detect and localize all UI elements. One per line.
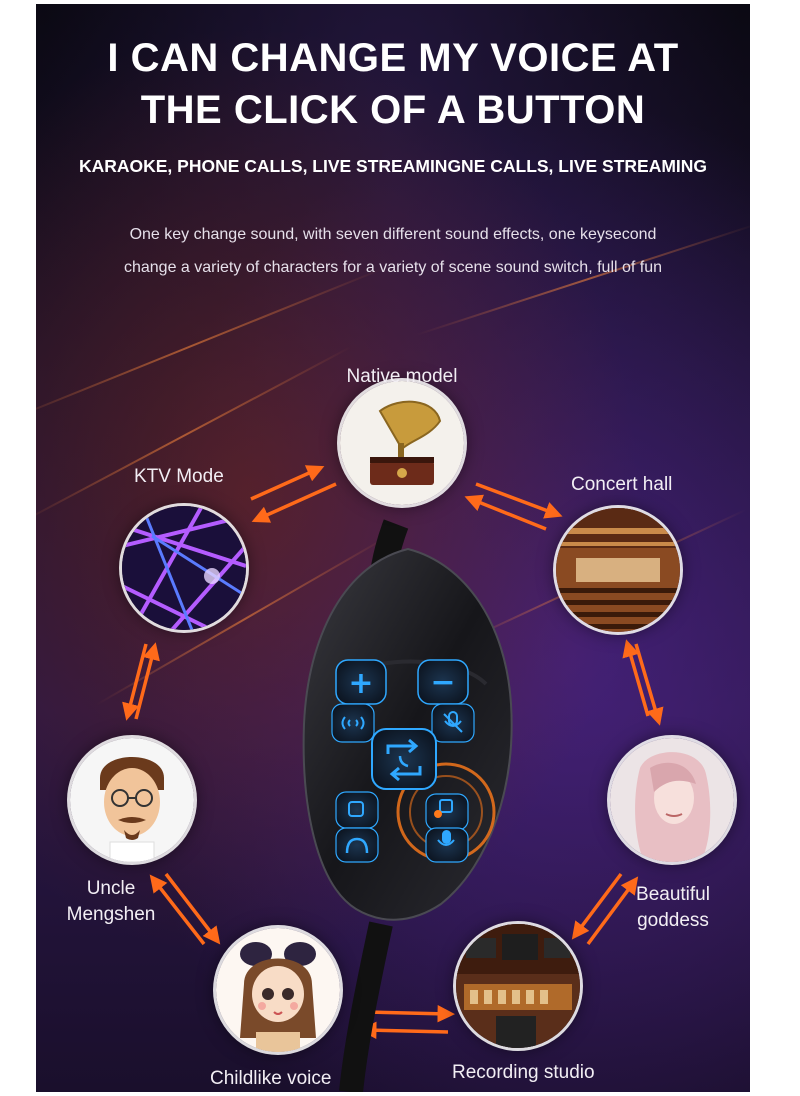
switch-cycle-icon [386,738,422,782]
headphone-button[interactable] [335,827,379,863]
loop-icon [439,799,453,813]
plus-icon: + [348,666,373,701]
mode-uncle-mengshen-label: Uncle Mengshen [56,876,166,928]
mode-recording-studio-label: Recording studio [452,1062,595,1083]
device-buttons: + − [331,659,475,863]
description: One key change sound, with seven differe… [36,218,750,284]
uncle-label-line-1: Uncle [86,878,136,899]
mode-button[interactable] [335,791,379,829]
volume-down-button[interactable]: − [417,659,469,705]
mic-loop-button[interactable] [425,793,469,863]
noise-reduction-button[interactable] [331,703,375,743]
mic-mute-icon [443,711,463,733]
mode-concert-hall-image [556,508,680,632]
microphone-icon [434,810,455,846]
mode-ktv-image [122,506,246,630]
description-line-2: change a variety of characters for a var… [123,259,663,276]
loop-icon [348,801,364,817]
goddess-label-line-1: Beautiful [636,884,710,905]
mode-beautiful-goddess-label: Beautiful goddess [628,882,718,934]
voice-switch-button[interactable] [371,728,437,790]
headline: I CAN CHANGE MY VOICE AT THE CLICK OF A … [36,32,750,136]
headphone-icon [345,837,369,854]
goddess-label-line-2: goddess [637,910,709,931]
mode-childlike-voice-label: Childlike voice [210,1068,332,1089]
mode-beautiful-goddess-image [610,738,734,862]
mode-native-model-label: Native model [346,366,458,387]
wave-icon [341,716,365,730]
uncle-label-line-2: Mengshen [66,904,156,925]
product-poster: I CAN CHANGE MY VOICE AT THE CLICK OF A … [36,4,750,1092]
volume-up-button[interactable]: + [335,659,387,705]
subtitle: KARAOKE, PHONE CALLS, LIVE STREAMINGNE C… [78,156,708,176]
minus-icon: − [430,665,455,700]
mode-childlike-voice-image [216,928,340,1052]
description-line-1: One key change sound, with seven differe… [129,226,657,243]
mode-recording-studio-image [456,924,580,1048]
mode-native-model-image [340,381,464,505]
headline-line-1: I CAN CHANGE MY VOICE AT [107,36,679,80]
mode-ktv-label: KTV Mode [134,466,224,487]
headline-line-2: THE CLICK OF A BUTTON [140,88,646,132]
mic-mute-button[interactable] [431,703,475,743]
mode-concert-hall-label: Concert hall [571,474,673,495]
mode-uncle-mengshen-image [70,738,194,862]
